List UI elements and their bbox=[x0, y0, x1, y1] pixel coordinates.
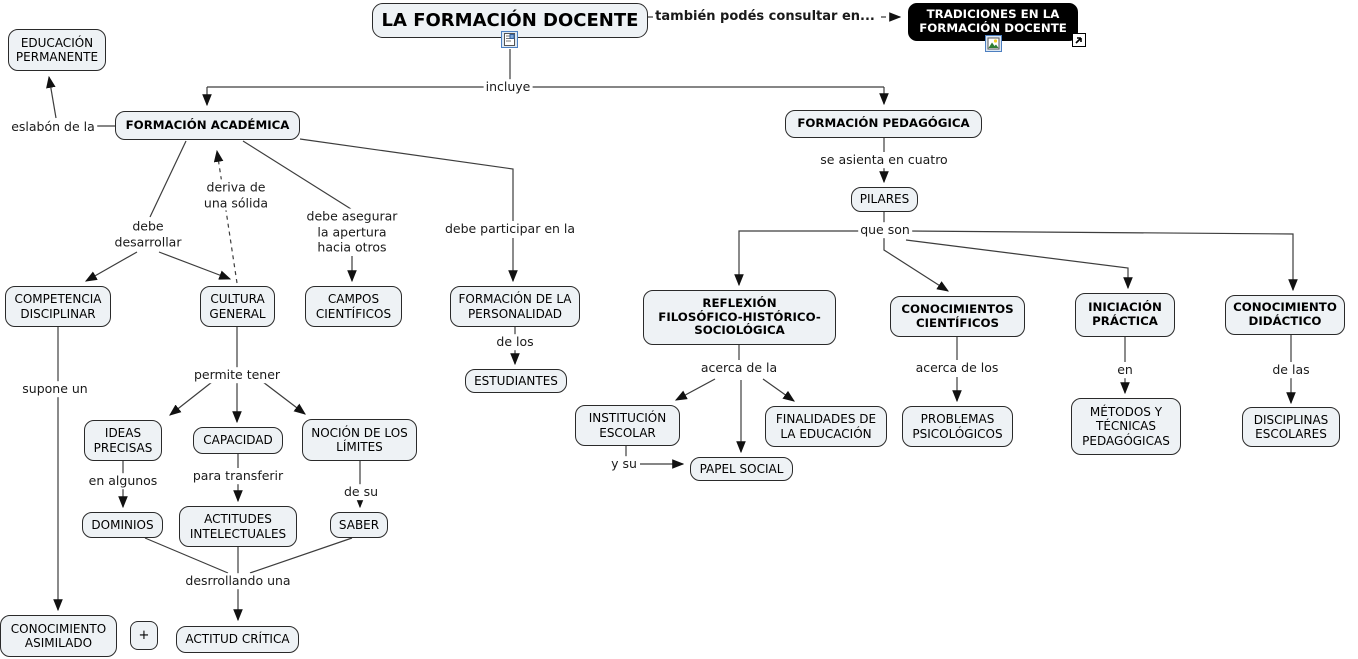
node-competencia-disciplinar[interactable]: COMPETENCIA DISCIPLINAR bbox=[5, 286, 111, 327]
node-conocimientos-cientificos[interactable]: CONOCIMIENTOS CIENTÍFICOS bbox=[890, 296, 1025, 337]
label-de-su: de su bbox=[341, 484, 381, 500]
node-institucion-escolar[interactable]: INSTITUCIÓN ESCOLAR bbox=[575, 405, 680, 446]
connector-queson-didactico bbox=[907, 230, 1298, 292]
connector-dominios-desrrollando bbox=[144, 537, 229, 574]
connector-acerca-institucion bbox=[674, 378, 716, 401]
connector-academica-desarrollar bbox=[149, 140, 187, 218]
connector-saber-desrrollando bbox=[249, 537, 353, 574]
node-estudiantes[interactable]: ESTUDIANTES bbox=[465, 369, 567, 393]
node-conocimiento-didactico[interactable]: CONOCIMIENTO DIDÁCTICO bbox=[1225, 295, 1345, 335]
image-icon[interactable] bbox=[985, 35, 1002, 52]
label-debe-participar-en-la: debe participar en la bbox=[442, 221, 578, 237]
label-de-los: de los bbox=[494, 334, 536, 350]
connector-desarrollar-cultura bbox=[158, 251, 232, 280]
node-actitud-critica[interactable]: ACTITUD CRÍTICA bbox=[176, 626, 299, 653]
node-formacion-personalidad[interactable]: FORMACIÓN DE LA PERSONALIDAD bbox=[450, 286, 580, 327]
node-tradiciones[interactable]: TRADICIONES EN LA FORMACIÓN DOCENTE bbox=[908, 3, 1078, 41]
label-desrrollando-una: desrrollando una bbox=[183, 573, 293, 589]
connector-eslabon-educacion bbox=[46, 75, 57, 119]
node-saber[interactable]: SABER bbox=[330, 512, 388, 538]
connector-cultura-deriva-academica bbox=[213, 149, 238, 284]
node-conocimiento-asimilado[interactable]: CONOCIMIENTO ASIMILADO bbox=[0, 615, 117, 657]
connector-queson-reflexion bbox=[734, 230, 862, 287]
node-formacion-pedagogica[interactable]: FORMACIÓN PEDAGÓGICA bbox=[785, 110, 982, 138]
connector-queson-iniciacion bbox=[905, 239, 1133, 290]
label-en: en bbox=[1115, 362, 1135, 378]
label-se-asienta-en-cuatro: se asienta en cuatro bbox=[818, 152, 950, 168]
node-pilares[interactable]: PILARES bbox=[851, 187, 918, 212]
node-papel-social[interactable]: PAPEL SOCIAL bbox=[690, 457, 793, 481]
node-finalidades-educacion[interactable]: FINALIDADES DE LA EDUCACIÓN bbox=[765, 406, 887, 447]
label-acerca-de-la: acerca de la bbox=[698, 360, 780, 376]
node-ideas-precisas[interactable]: IDEAS PRECISAS bbox=[84, 420, 162, 461]
connector-queson-cientificos bbox=[883, 237, 950, 292]
node-actitudes-intelectuales[interactable]: ACTITUDES INTELECTUALES bbox=[179, 506, 297, 547]
label-tambien-podes-consultar: también podés consultar en... bbox=[653, 8, 877, 26]
external-link-icon[interactable] bbox=[1072, 33, 1086, 47]
connector-desarrollar-competencia bbox=[84, 251, 138, 282]
connector-permite-ideas bbox=[169, 381, 213, 416]
label-permite-tener: permite tener bbox=[191, 367, 283, 383]
label-deriva-de-una-solida: deriva de una sólida bbox=[201, 179, 271, 211]
document-icon[interactable] bbox=[501, 31, 518, 48]
connector-academica-asegurar bbox=[242, 140, 352, 210]
label-incluye: incluye bbox=[483, 79, 533, 95]
label-de-las: de las bbox=[1270, 362, 1312, 378]
label-debe-desarrollar: debe desarrollar bbox=[112, 218, 184, 250]
node-problemas-psicologicos[interactable]: PROBLEMAS PSICOLÓGICOS bbox=[902, 406, 1013, 447]
node-campos-cientificos[interactable]: CAMPOS CIENTÍFICOS bbox=[305, 286, 402, 327]
label-eslabon-de-la: eslabón de la bbox=[9, 119, 97, 135]
node-metodos-tecnicas[interactable]: MÉTODOS Y TÉCNICAS PEDAGÓGICAS bbox=[1071, 398, 1181, 455]
node-iniciacion-practica[interactable]: INICIACIÓN PRÁCTICA bbox=[1075, 293, 1175, 337]
node-capacidad[interactable]: CAPACIDAD bbox=[193, 427, 283, 454]
node-dominios[interactable]: DOMINIOS bbox=[82, 512, 163, 538]
label-para-transferir: para transferir bbox=[190, 468, 286, 484]
node-expand-plus[interactable]: + bbox=[130, 621, 158, 650]
label-que-son: que son bbox=[858, 222, 912, 238]
label-acerca-de-los: acerca de los bbox=[913, 360, 1001, 376]
connector-permite-nocion bbox=[262, 381, 306, 415]
node-disciplinas-escolares[interactable]: DISCIPLINAS ESCOLARES bbox=[1242, 407, 1340, 447]
label-en-algunos: en algunos bbox=[86, 473, 160, 489]
node-formacion-academica[interactable]: FORMACIÓN ACADÉMICA bbox=[115, 111, 300, 140]
node-reflexion[interactable]: REFLEXIÓN FILOSÓFICO-HISTÓRICO- SOCIOLÓG… bbox=[643, 290, 836, 345]
node-la-formacion-docente[interactable]: LA FORMACIÓN DOCENTE bbox=[372, 3, 648, 38]
connector-acerca-finalidades bbox=[762, 378, 795, 402]
label-y-su: y su bbox=[609, 456, 639, 472]
node-nocion-limites[interactable]: NOCIÓN DE LOS LÍMITES bbox=[302, 419, 417, 461]
connector-academica-participar bbox=[299, 138, 514, 221]
node-educacion-permanente[interactable]: EDUCACIÓN PERMANENTE bbox=[8, 29, 106, 71]
label-debe-asegurar: debe asegurar la apertura hacia otros bbox=[304, 208, 400, 256]
node-cultura-general[interactable]: CULTURA GENERAL bbox=[200, 286, 275, 327]
label-supone-un: supone un bbox=[20, 381, 90, 397]
